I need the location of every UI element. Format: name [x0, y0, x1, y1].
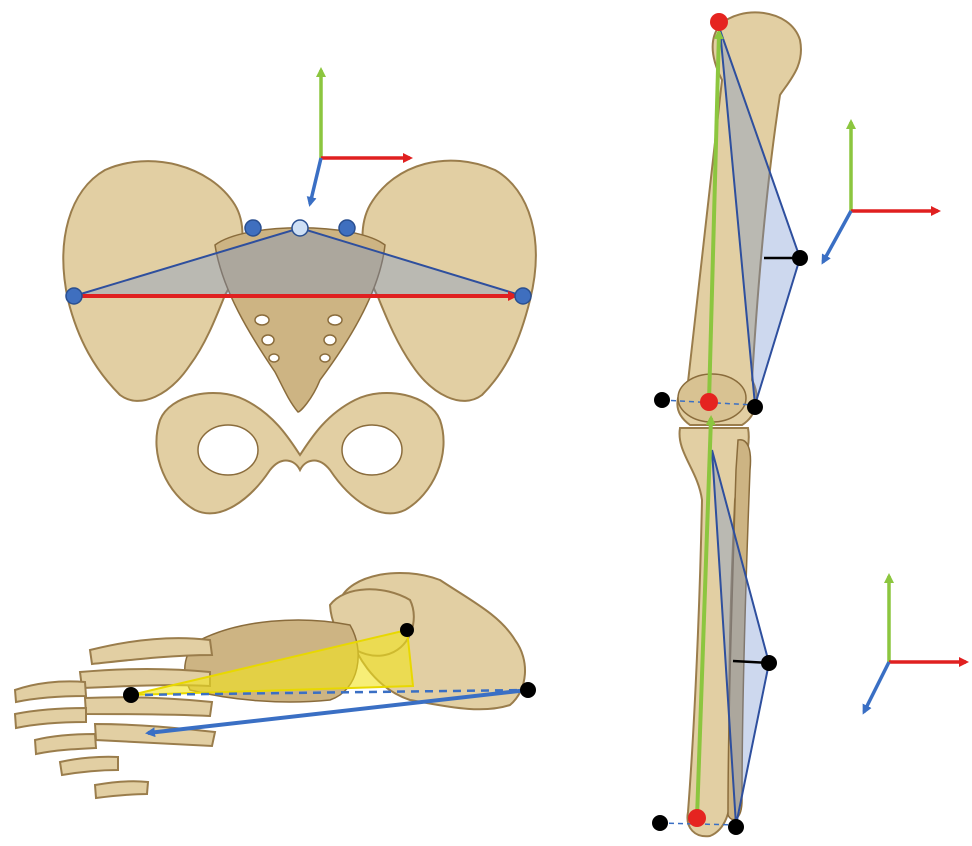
- metatarsal: [85, 697, 212, 716]
- phalanges: [60, 757, 118, 775]
- lateral-epicondyle-landmark: [654, 392, 670, 408]
- right-obturator-foramen: [342, 425, 402, 475]
- psis-midpoint-landmark: [292, 220, 308, 236]
- left-psis-landmark: [245, 220, 261, 236]
- sacral-foramen: [255, 315, 269, 325]
- sacral-foramen: [324, 335, 336, 345]
- pelvis-z-axis-arrow: [310, 158, 321, 204]
- hip-center-landmark: [710, 13, 728, 31]
- forefoot-landmark: [123, 687, 139, 703]
- sacral-foramen: [328, 315, 342, 325]
- phalanges: [15, 708, 86, 728]
- right-asis-landmark: [515, 288, 531, 304]
- lateral-malleolus-landmark: [652, 815, 668, 831]
- sacral-foramen: [262, 335, 274, 345]
- phalanges: [35, 734, 96, 754]
- right-psis-landmark: [339, 220, 355, 236]
- leg-illustration: [652, 12, 966, 836]
- heel-landmark: [520, 682, 536, 698]
- foot-illustration: [15, 573, 536, 798]
- ankle-center-landmark: [688, 809, 706, 827]
- phalanges: [15, 681, 86, 702]
- phalanges: [95, 781, 148, 798]
- navicular-landmark: [400, 623, 414, 637]
- left-obturator-foramen: [198, 425, 258, 475]
- medial-epicondyle-landmark: [747, 399, 763, 415]
- left-asis-landmark: [66, 288, 82, 304]
- medial-malleolus-landmark: [728, 819, 744, 835]
- tibia-z-axis-arrow: [864, 662, 889, 712]
- femur-anterior-landmark: [792, 250, 808, 266]
- femur-coordinate-frame: [823, 122, 938, 262]
- sacral-foramen: [269, 354, 279, 362]
- tibia-anterior-landmark: [761, 655, 777, 671]
- sacral-foramen: [320, 354, 330, 362]
- knee-center-landmark: [700, 393, 718, 411]
- femur-z-axis-arrow: [823, 211, 851, 262]
- tibia-coordinate-frame: [864, 576, 966, 712]
- pelvis-illustration: [63, 70, 535, 513]
